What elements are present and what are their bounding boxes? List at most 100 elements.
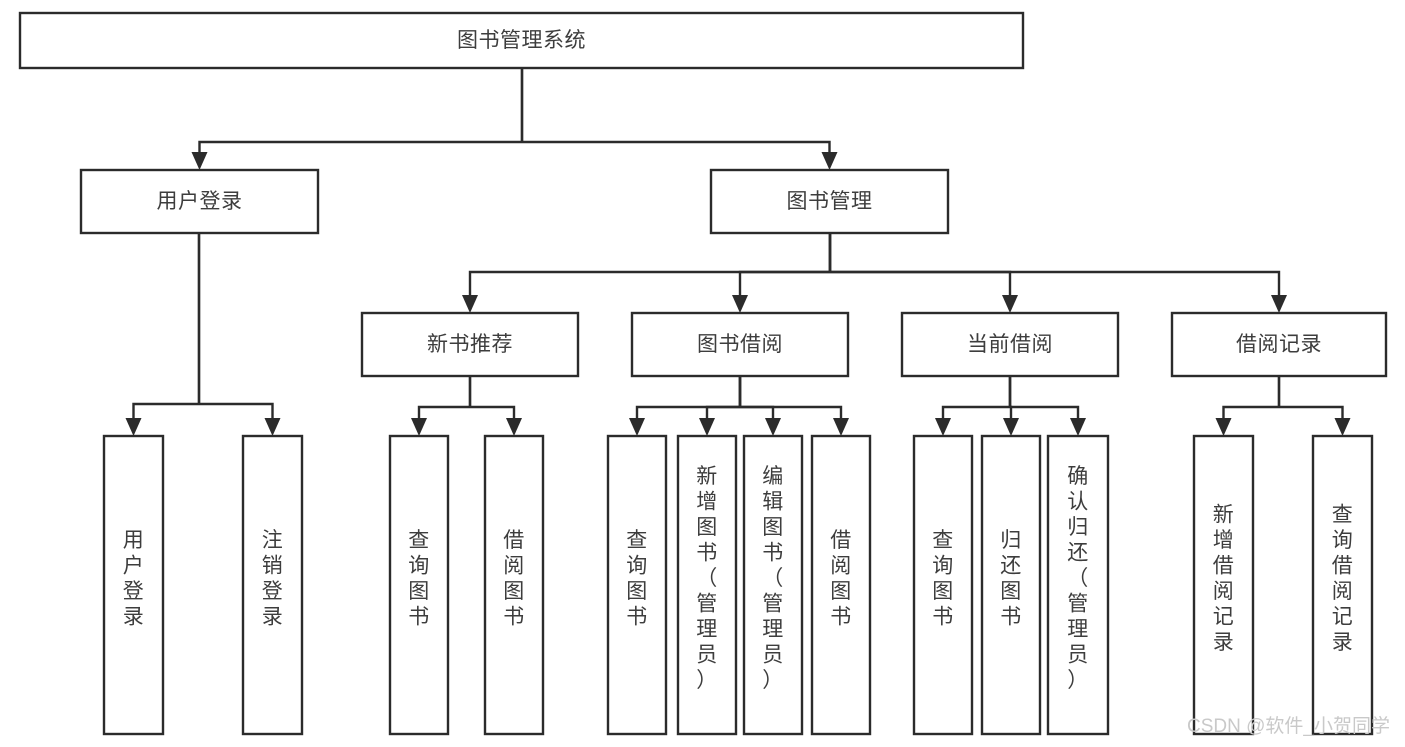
node-label-leaf_borrow_book_1: 借阅图书	[503, 529, 525, 629]
node-box-leaf_add_record[interactable]	[1192, 434, 1255, 736]
node-user_login[interactable]: 用户登录	[79, 168, 320, 235]
node-box-leaf_borrow_book_2[interactable]	[810, 434, 872, 736]
connector-new_book_rec-to-leaf_query_book_1	[411, 376, 472, 436]
arrow-head-icon	[821, 152, 838, 170]
arrow-head-icon	[765, 418, 781, 436]
node-box-borrow_record[interactable]	[1170, 311, 1388, 378]
arrow-head-icon	[1334, 418, 1351, 436]
node-leaf_query_book_3[interactable]: 查询图书	[912, 434, 974, 736]
node-label-user_login: 用户登录	[157, 190, 243, 213]
node-leaf_edit_book[interactable]: 编辑图书（管理员）	[742, 434, 804, 736]
node-box-root[interactable]	[18, 11, 1025, 70]
node-book_manage[interactable]: 图书管理	[709, 168, 950, 235]
arrow-head-icon	[732, 295, 748, 313]
node-label-leaf_user_login: 用户登录	[123, 529, 145, 629]
connector-root-to-book_manage	[520, 68, 838, 170]
connector-current_borrow-to-leaf_confirm_return	[1008, 376, 1086, 436]
node-label-leaf_query_book_1: 查询图书	[408, 529, 430, 629]
node-box-book_borrow[interactable]	[630, 311, 850, 378]
arrow-head-icon	[191, 152, 208, 170]
connector-branch	[522, 140, 831, 159]
arrow-head-icon	[264, 418, 281, 436]
connector-branch	[1279, 405, 1344, 425]
arrow-head-icon	[506, 418, 522, 436]
node-new_book_rec[interactable]: 新书推荐	[360, 311, 580, 378]
node-leaf_query_book_2[interactable]: 查询图书	[606, 434, 668, 736]
node-label-leaf_add_record: 新增借阅记录	[1213, 503, 1235, 654]
node-box-leaf_query_book_1[interactable]	[388, 434, 450, 736]
connector-branch	[941, 405, 1010, 425]
node-box-leaf_borrow_book_1[interactable]	[483, 434, 545, 736]
node-leaf_query_record[interactable]: 查询借阅记录	[1311, 434, 1374, 736]
node-book_borrow[interactable]: 图书借阅	[630, 311, 850, 378]
connector-current_borrow-to-leaf_query_book_3	[935, 376, 1012, 436]
node-box-leaf_logout[interactable]	[241, 434, 304, 736]
arrow-head-icon	[629, 418, 645, 436]
connector-branch	[417, 405, 470, 425]
node-leaf_add_record[interactable]: 新增借阅记录	[1192, 434, 1255, 736]
connector-branch	[468, 270, 830, 302]
connector-branch	[740, 405, 843, 425]
connector-borrow_record-to-leaf_query_record	[1277, 376, 1351, 436]
node-label-book_manage: 图书管理	[787, 190, 873, 213]
node-leaf_confirm_return[interactable]: 确认归还（管理员）	[1046, 434, 1110, 736]
arrow-head-icon	[833, 418, 849, 436]
connector-root-to-user_login	[191, 68, 524, 170]
node-box-current_borrow[interactable]	[900, 311, 1120, 378]
arrow-head-icon	[1215, 418, 1232, 436]
node-label-book_borrow: 图书借阅	[697, 333, 783, 356]
node-leaf_query_book_1[interactable]: 查询图书	[388, 434, 450, 736]
arrow-head-icon	[1070, 418, 1086, 436]
connector-branch	[738, 270, 830, 302]
node-box-leaf_add_book[interactable]	[676, 434, 738, 736]
node-box-user_login[interactable]	[79, 168, 320, 235]
csdn-watermark: CSDN @软件_小贺同学	[1187, 715, 1390, 737]
node-root[interactable]: 图书管理系统	[18, 11, 1025, 70]
nodes-layer: 图书管理系统用户登录图书管理新书推荐图书借阅当前借阅借阅记录用户登录注销登录查询…	[18, 11, 1388, 736]
node-label-leaf_return_book: 归还图书	[1000, 529, 1022, 629]
node-box-leaf_query_book_2[interactable]	[606, 434, 668, 736]
arrow-head-icon	[125, 418, 142, 436]
connector-branch	[199, 402, 274, 425]
connector-user_login-to-leaf_logout	[197, 233, 281, 436]
node-leaf_user_login[interactable]: 用户登录	[102, 434, 165, 736]
connector-branch	[635, 405, 740, 425]
node-box-leaf_confirm_return[interactable]	[1046, 434, 1110, 736]
node-box-new_book_rec[interactable]	[360, 311, 580, 378]
connectors-layer	[125, 68, 1351, 436]
node-box-leaf_return_book[interactable]	[980, 434, 1042, 736]
arrow-head-icon	[1002, 295, 1018, 313]
node-leaf_logout[interactable]: 注销登录	[241, 434, 304, 736]
arrow-head-icon	[935, 418, 951, 436]
node-leaf_add_book[interactable]: 新增图书（管理员）	[676, 434, 738, 736]
connector-branch	[1010, 405, 1080, 425]
connector-book_manage-to-book_borrow	[732, 233, 832, 313]
node-box-leaf_user_login[interactable]	[102, 434, 165, 736]
node-label-current_borrow: 当前借阅	[967, 333, 1053, 356]
connector-branch	[198, 140, 522, 159]
node-leaf_return_book[interactable]: 归还图书	[980, 434, 1042, 736]
arrow-head-icon	[411, 418, 427, 436]
node-borrow_record[interactable]: 借阅记录	[1170, 311, 1388, 378]
node-label-root: 图书管理系统	[457, 29, 586, 52]
node-leaf_borrow_book_1[interactable]: 借阅图书	[483, 434, 545, 736]
node-label-leaf_query_book_2: 查询图书	[626, 529, 648, 629]
connector-branch	[470, 405, 516, 425]
node-label-leaf_confirm_return: 确认归还（管理员）	[1067, 465, 1089, 692]
connector-borrow_record-to-leaf_add_record	[1215, 376, 1281, 436]
node-box-leaf_query_record[interactable]	[1311, 434, 1374, 736]
node-label-leaf_query_record: 查询借阅记录	[1332, 503, 1354, 654]
node-label-leaf_logout: 注销登录	[262, 529, 284, 629]
connector-new_book_rec-to-leaf_borrow_book_1	[468, 376, 522, 436]
node-label-leaf_edit_book: 编辑图书（管理员）	[762, 465, 784, 692]
node-label-leaf_query_book_3: 查询图书	[932, 529, 954, 629]
node-box-leaf_edit_book[interactable]	[742, 434, 804, 736]
connector-branch	[830, 270, 1281, 302]
node-box-book_manage[interactable]	[709, 168, 950, 235]
node-box-leaf_query_book_3[interactable]	[912, 434, 974, 736]
node-leaf_borrow_book_2[interactable]: 借阅图书	[810, 434, 872, 736]
node-current_borrow[interactable]: 当前借阅	[900, 311, 1120, 378]
connector-branch	[1222, 405, 1279, 425]
